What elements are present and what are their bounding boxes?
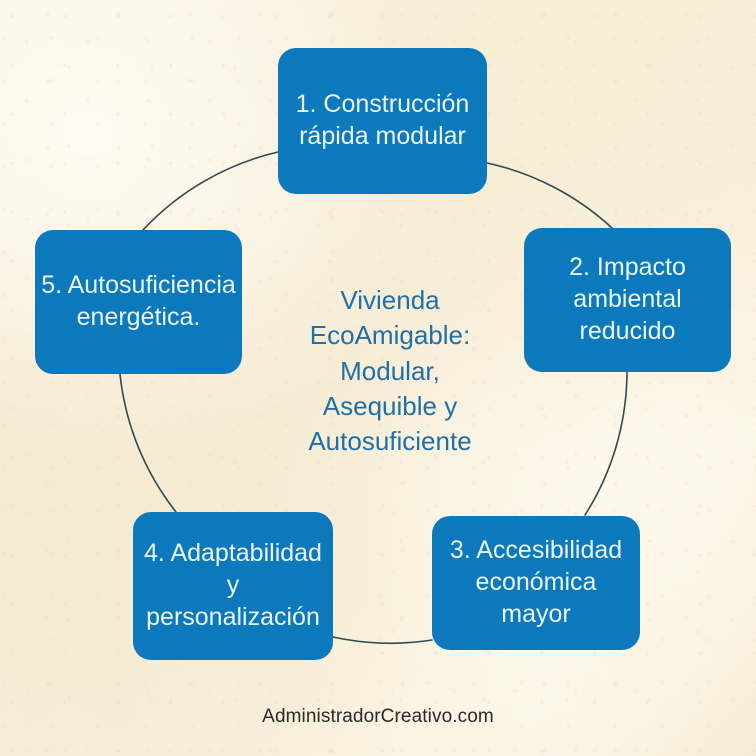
footer-credit: AdministradorCreativo.com [262, 706, 494, 727]
cycle-node-5[interactable]: 5. Autosuficiencia energética. [35, 230, 242, 374]
cycle-node-4-label: 4. Adaptabilidad y personalización [144, 539, 322, 631]
arc-5-to-1 [142, 151, 279, 231]
arc-1-to-2 [486, 162, 613, 229]
arc-3-to-4 [332, 636, 433, 645]
cycle-node-3-label: 3. Accesibilidad económica mayor [449, 536, 623, 628]
cycle-node-3[interactable]: 3. Accesibilidad económica mayor [432, 516, 640, 650]
cycle-node-4[interactable]: 4. Adaptabilidad y personalización [133, 512, 333, 660]
cycle-node-1-label: 1. Construcción rápida modular [295, 90, 470, 150]
cycle-node-5-label: 5. Autosuficiencia energética. [41, 271, 236, 331]
arc-4-to-5 [119, 373, 177, 513]
cycle-node-1[interactable]: 1. Construcción rápida modular [278, 48, 487, 194]
arc-2-to-3 [584, 371, 628, 516]
diagram-center-title: Vivienda EcoAmigable: Modular, Asequible… [308, 285, 472, 457]
cycle-node-2[interactable]: 2. Impacto ambiental reducido [524, 228, 731, 372]
cycle-node-2-label: 2. Impacto ambiental reducido [569, 253, 686, 345]
